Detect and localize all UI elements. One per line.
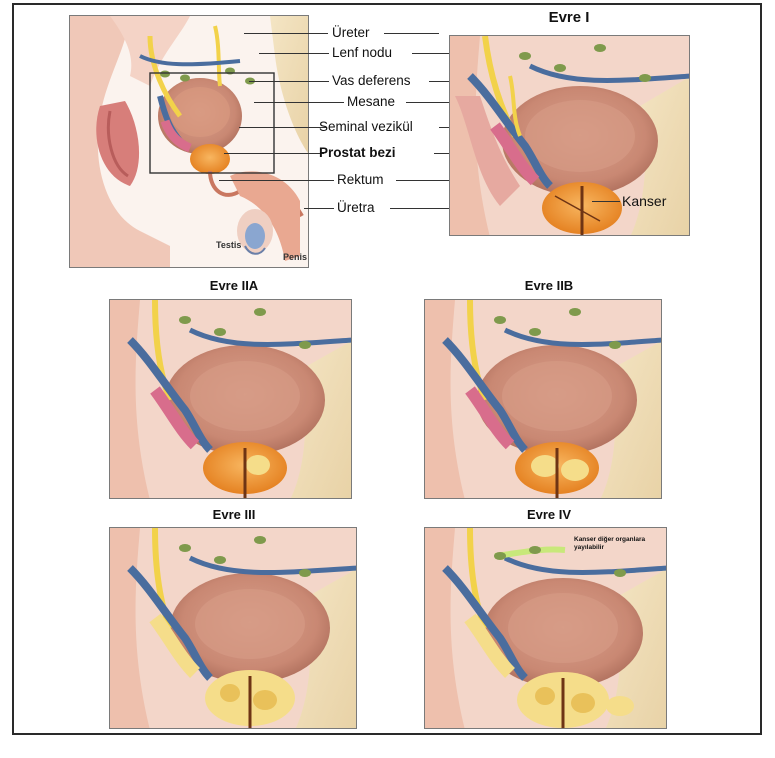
label-seminal-vesicle: Seminal vezikül <box>319 119 413 135</box>
stage-2a-panel <box>109 299 352 499</box>
testis-label: Testis <box>216 240 241 250</box>
label-urethra: Üretra <box>337 200 375 216</box>
stage-2b-illustration <box>425 300 662 499</box>
stage-2a-illustration <box>110 300 352 499</box>
label-prostate: Prostat bezi <box>319 145 396 161</box>
stage-3-panel <box>109 527 357 729</box>
leader-line-lymph-node <box>259 53 329 54</box>
penis-label: Penis <box>283 252 307 262</box>
figure-frame: Testis Penis Üreter Lenf nodu Vas defere… <box>12 3 762 735</box>
leader-line-seminal-vesicle <box>239 127 327 128</box>
stage-2b-title: Evre IIB <box>509 278 589 293</box>
label-lymph-node: Lenf nodu <box>332 45 392 61</box>
leader-line-vas-deferens <box>249 81 329 82</box>
label-bladder: Mesane <box>347 94 395 110</box>
stage-4-illustration <box>425 528 667 729</box>
leader-line-rectum <box>219 180 334 181</box>
stage-2a-title: Evre IIA <box>194 278 274 293</box>
stage-3-illustration <box>110 528 357 729</box>
leader-line-bladder <box>254 102 344 103</box>
leader-line-ureter <box>244 33 328 34</box>
stage-4-panel <box>424 527 667 729</box>
leader-line-ureter-right <box>384 33 439 34</box>
leader-line-prostate <box>224 153 324 154</box>
label-rectum: Rektum <box>337 172 384 188</box>
stage-1-title: Evre I <box>524 9 614 26</box>
stage-4-annotation: Kanser diğer organlara yayılabilir <box>574 536 654 552</box>
stage-4-title: Evre IV <box>509 507 589 522</box>
stage-3-title: Evre III <box>194 507 274 522</box>
stage-2b-panel <box>424 299 662 499</box>
leader-line-urethra <box>304 208 334 209</box>
leader-line-lymph-node-right <box>412 53 454 54</box>
label-ureter: Üreter <box>332 25 370 41</box>
stage-1-annotation-leader <box>592 201 620 202</box>
stage-1-annotation-cancer: Kanser <box>622 193 666 209</box>
label-vas-deferens: Vas deferens <box>332 73 411 89</box>
